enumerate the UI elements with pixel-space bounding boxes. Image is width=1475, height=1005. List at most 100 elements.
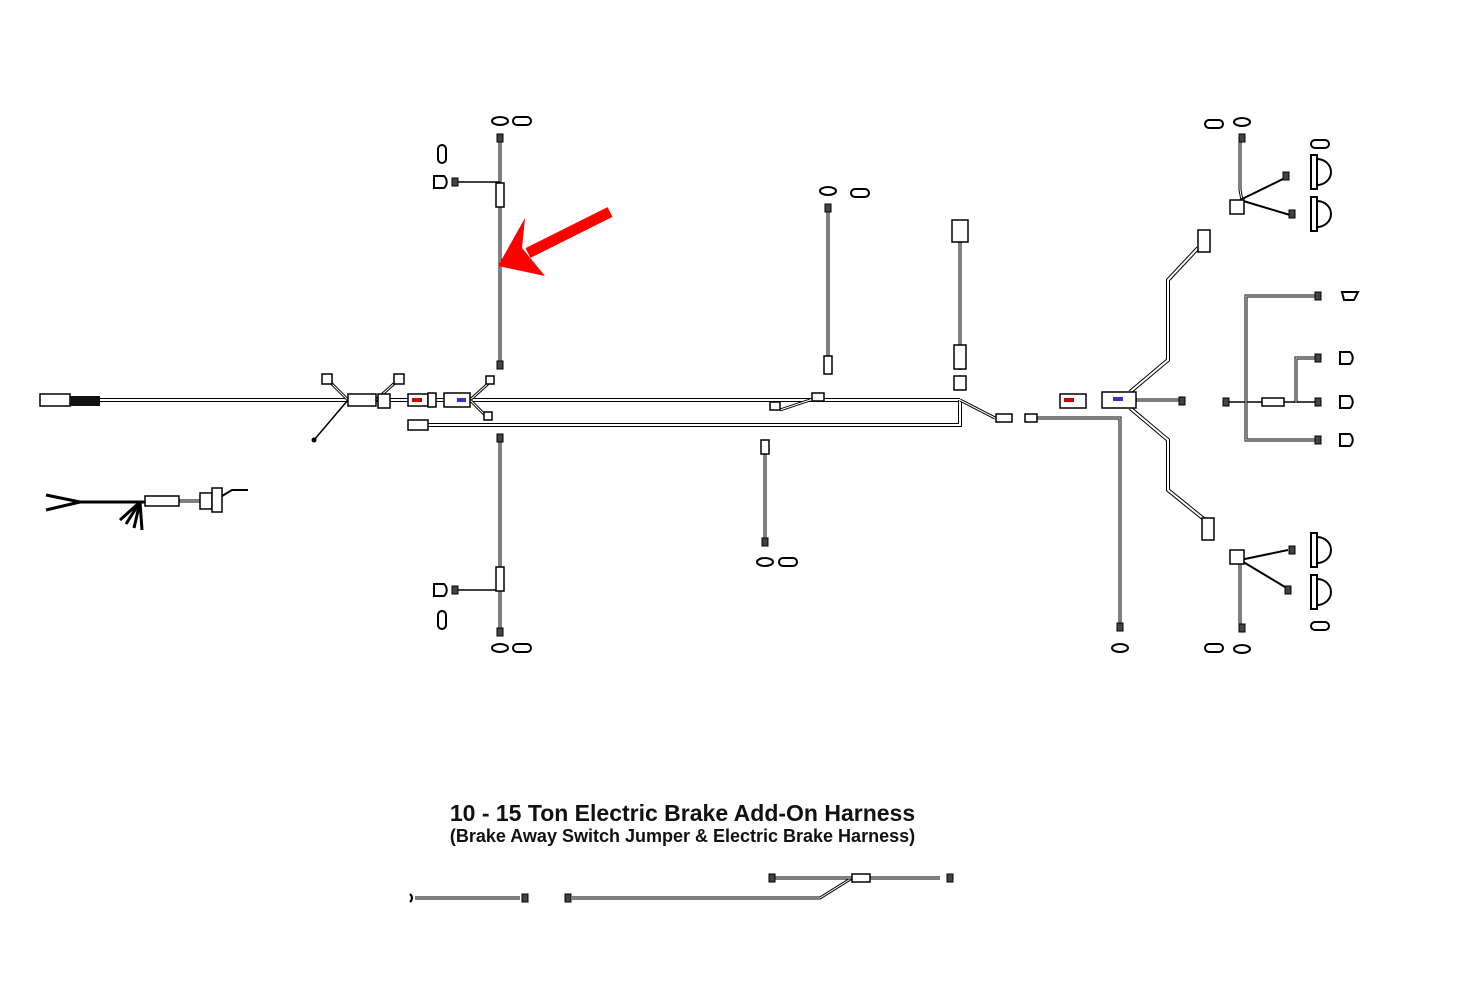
wire-core [779,399,811,411]
wire [1294,356,1315,402]
pin-connector [1222,397,1230,407]
pin-connector [496,133,504,143]
pin-connector [496,433,504,443]
grommet [1233,117,1251,127]
wire-core [572,877,940,899]
wire-core [1129,247,1199,393]
connector [953,375,967,391]
marker-lamp [1339,351,1354,365]
connector [1197,229,1211,253]
connector [199,492,213,510]
connector [760,439,770,455]
connector [393,373,405,385]
connector [321,373,333,385]
pin-connector [1314,435,1322,445]
marker-lamp [1339,395,1354,409]
pin-connector [1314,353,1322,363]
lamp-lens [512,643,532,653]
pin-connector [521,893,529,903]
connector [811,392,825,402]
grommet [491,643,509,653]
wire [1128,246,1200,394]
grommet [1111,643,1129,653]
connector [953,344,967,370]
lamp-lens [437,144,447,164]
harness-components [39,116,1360,903]
wire-core [959,399,996,419]
diagram-subtitle: (Brake Away Switch Jumper & Electric Bra… [449,826,916,846]
grommet [819,186,837,196]
lamp-lens [778,557,798,567]
pin-connector [1178,396,1186,406]
connector [769,401,781,411]
pin-connector [768,873,776,883]
pin-connector [496,360,504,370]
seven-way-plug [39,393,71,407]
wire-core [1295,357,1315,402]
ground-ring [311,437,317,443]
grommet [1233,644,1251,654]
marker-lamp [1339,433,1354,447]
wire [1244,294,1315,402]
connector [483,411,493,421]
pin-connector [824,203,832,213]
splice [495,566,505,592]
grommet [491,116,509,126]
wire [425,400,962,427]
wire [1037,416,1122,625]
pin-connector [451,177,459,187]
connector [407,419,429,431]
pin-connector [1288,209,1296,219]
inline-fuse [144,495,180,507]
grommet [756,557,774,567]
pin-connector [1282,171,1290,181]
pin-connector [496,627,504,637]
lamp-lens [512,116,532,126]
wire [1239,199,1291,216]
wire-core [1129,407,1206,521]
color-indicator [412,398,422,402]
splice [851,873,871,883]
plug-boot [70,396,100,406]
wire-core [1245,295,1315,402]
lamp-lens [1204,643,1224,653]
marker-lamp [433,583,448,597]
splice [1261,397,1285,407]
tail-lamp-dome [1316,577,1332,607]
pin-connector [451,585,459,595]
color-indicator [1113,397,1123,401]
wire [1239,559,1291,591]
diagram-title: 10 - 15 Ton Electric Brake Add-On Harnes… [449,800,916,826]
tail-lamp-dome [1316,535,1332,565]
connector [995,413,1013,423]
pin-connector [1116,622,1124,632]
wire [1244,402,1315,442]
lamp-lens [1310,621,1330,631]
wire [572,876,940,900]
wire [313,399,349,441]
lamp-lens [437,610,447,630]
connector [1229,199,1245,215]
connector [211,487,223,513]
wire-core [1037,417,1121,625]
wire-core [469,381,491,401]
connector-latch [221,489,248,497]
flasher-connector [951,219,969,243]
pin-connector [946,873,954,883]
pin-connector [1238,623,1246,633]
harness-wires [100,140,1320,900]
connector [485,375,495,385]
connector [1024,413,1038,423]
wire-core [1239,140,1243,201]
color-indicator [1064,398,1074,402]
pin-connector [1314,397,1322,407]
red-arrow-icon [498,207,613,276]
plug-fitting [1340,291,1360,301]
spade-terminal [409,893,413,903]
lamp-lens [1204,119,1224,129]
tail-lamp-dome [1316,199,1332,229]
pin-connector [1288,545,1296,555]
color-indicator [457,398,466,402]
marker-lamp [433,175,448,189]
